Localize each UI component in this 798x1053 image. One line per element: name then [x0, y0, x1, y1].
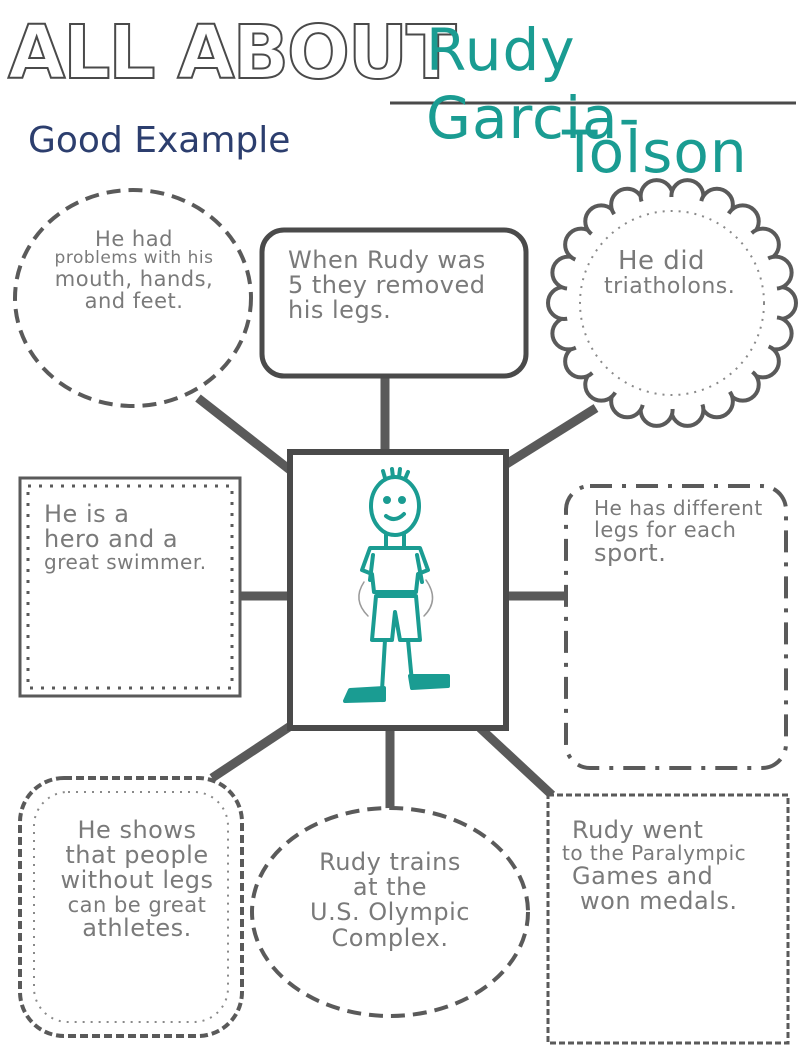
box-bottom-left — [18, 776, 244, 1038]
good-example-label: Good Example — [28, 120, 291, 161]
box-bottom-right — [546, 793, 790, 1045]
student-subject-name-line1: Rudy Garcia- — [426, 16, 641, 152]
stick-figure — [343, 467, 450, 703]
connector-bottom-left — [209, 721, 295, 782]
bubble-bottom-center — [250, 806, 530, 1018]
box-mid-right — [564, 484, 788, 770]
page-title: ALL ABOUT — [7, 9, 457, 97]
connector-top-right — [502, 404, 599, 469]
connector-top-left — [195, 394, 293, 474]
student-subject-name-line2: Tolson — [562, 118, 748, 186]
connector-bottom-right — [476, 724, 556, 799]
box-mid-left — [18, 476, 242, 698]
bubble-top-left — [13, 188, 253, 408]
box-top-center — [259, 227, 529, 379]
connector-lines — [195, 378, 599, 812]
cloud-top-right — [546, 178, 798, 428]
